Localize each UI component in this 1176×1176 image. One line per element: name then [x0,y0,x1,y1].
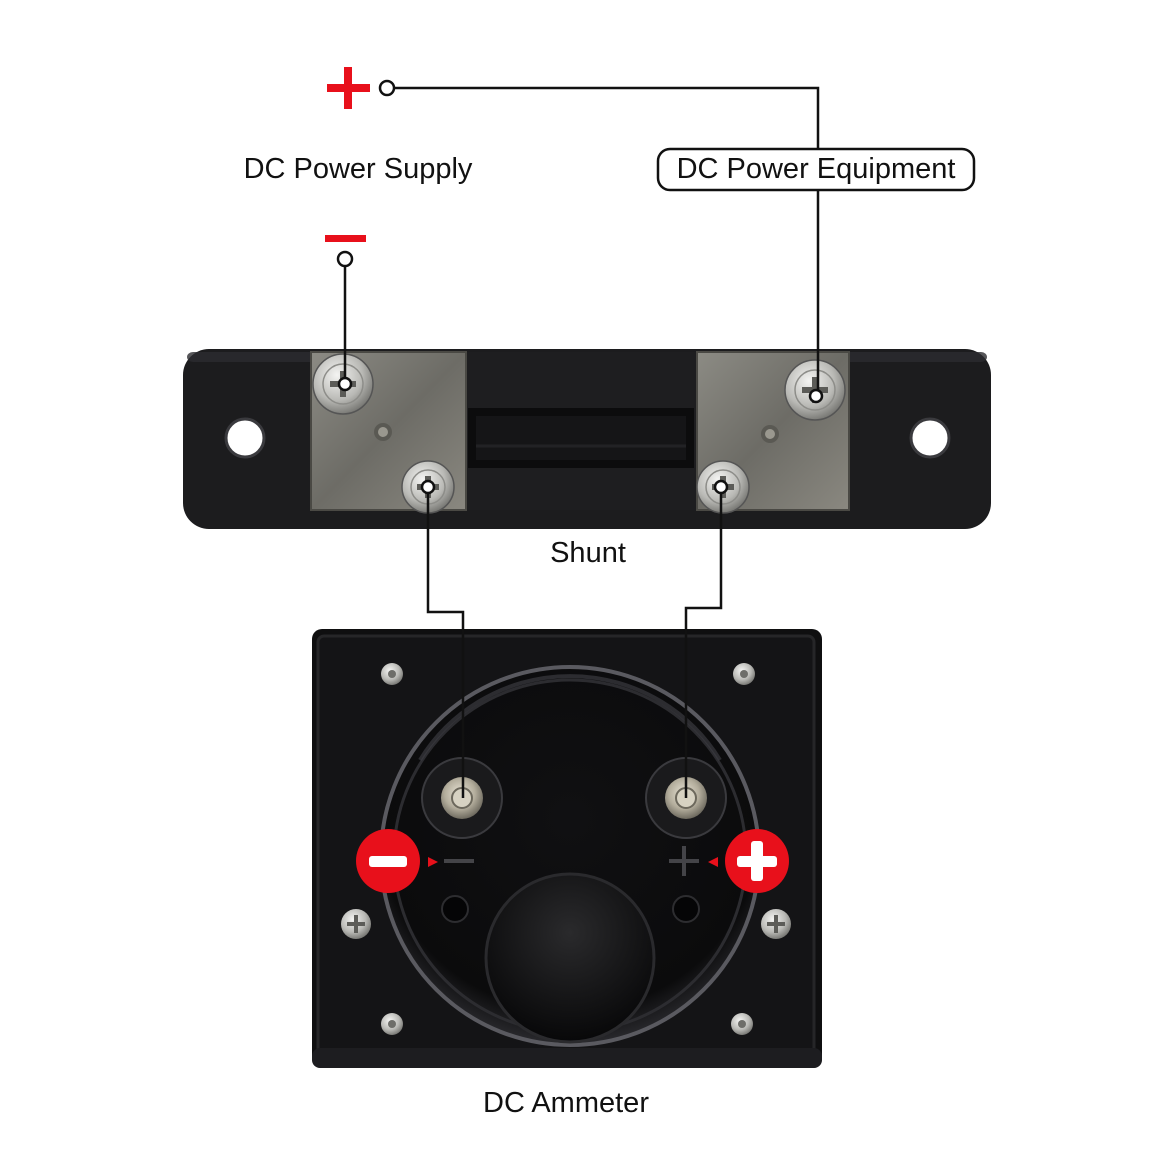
dc-ammeter [312,629,822,1068]
power-equipment-box [656,147,976,192]
mount-hole-left [226,419,264,457]
screw-icon [761,909,791,939]
power-equipment-label: DC Power Equipment [677,153,956,185]
zero-adjust-knob [484,872,656,1044]
wire-positive-to-equipment [394,86,820,149]
screw-icon [733,663,755,685]
plus-icon [725,829,789,893]
screw-icon [381,663,403,685]
wire-shunt-to-ammeter-positive [684,487,723,798]
power-supply-label: DC Power Supply [244,153,473,185]
screw-icon [341,909,371,939]
shunt-label: Shunt [550,537,626,569]
positive-sign [327,67,370,109]
ammeter-label: DC Ammeter [483,1087,649,1119]
mount-hole-right [911,419,949,457]
screw-icon [381,1013,403,1035]
minus-icon [356,829,420,893]
wire-shunt-to-ammeter-negative [426,487,465,798]
shunt [183,349,991,529]
wires [343,86,820,798]
screw-icon [731,1013,753,1035]
negative-sign [325,235,366,242]
ring-terminal-icon [336,79,824,495]
